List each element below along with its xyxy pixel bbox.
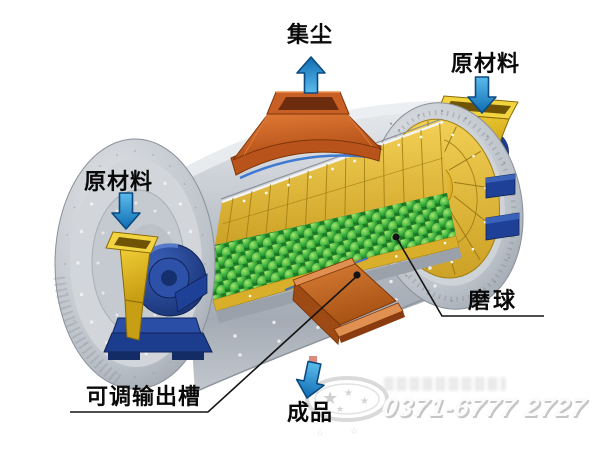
grinding-balls [213,193,456,300]
watermark-phone-number: 0371-6777 2727 [380,392,589,422]
watermark-company-text [384,377,506,391]
svg-text:★: ★ [336,404,344,414]
label-raw-material-left: 原材料 [84,169,154,194]
left-feeder-assembly [103,231,213,360]
svg-text:★: ★ [344,388,353,399]
svg-text:☆: ☆ [350,426,358,436]
label-finished-product: 成品 [287,400,334,425]
interior-lining [215,118,447,245]
label-dust-collection: 集尘 [287,22,334,47]
callout-leader-lines [70,233,544,413]
label-adjustable-output-chute: 可调输出槽 [86,384,202,409]
right-support-brackets [485,173,520,241]
label-raw-material-top: 原材料 [451,51,521,76]
dust-collection-hood [230,91,383,180]
label-grinding-balls: 磨球 [468,288,519,313]
dust-collection-arrow [296,56,326,94]
discharge-chute [284,257,405,346]
svg-text:☆: ☆ [316,428,324,438]
svg-text:★: ★ [360,396,369,407]
svg-text:★: ★ [322,388,338,408]
